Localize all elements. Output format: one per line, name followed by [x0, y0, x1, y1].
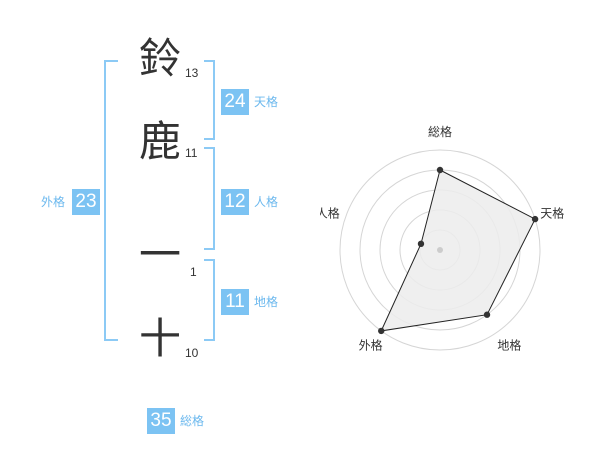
- radar-point-1: [436, 166, 444, 174]
- jinkaku-value: 12: [221, 189, 249, 215]
- name-char-1: 鈴: [139, 34, 182, 83]
- radar-point-5: [417, 240, 425, 248]
- stroke-count-4: 10: [185, 346, 199, 360]
- radar-label-4: 外格: [359, 337, 383, 352]
- tenkaku-label: 天格: [254, 95, 279, 109]
- chikaku-value: 11: [221, 289, 249, 315]
- radar-label-5: 人格: [320, 206, 340, 221]
- radar-area: [380, 169, 536, 332]
- radar-center: [437, 247, 443, 253]
- gaikaku-label: 外格: [41, 195, 66, 209]
- stroke-count-3: 1: [190, 265, 197, 279]
- radar-point-2: [531, 215, 539, 223]
- radar-label-2: 天格: [540, 206, 564, 221]
- chikaku-label: 地格: [254, 295, 279, 309]
- stroke-count-1: 13: [185, 66, 199, 80]
- radar-point-3: [483, 311, 491, 318]
- radar-label-3: 地格: [497, 337, 521, 352]
- name-char-4: 十: [139, 314, 182, 363]
- radar-label-1: 総格: [428, 124, 452, 139]
- jinkaku-bracket: [204, 147, 215, 250]
- gaikaku-value: 23: [72, 189, 100, 215]
- name-char-2: 鹿: [139, 117, 182, 166]
- tenkaku-bracket: [204, 60, 215, 140]
- jinkaku-label: 人格: [254, 195, 279, 209]
- radar-ring-5: [339, 149, 541, 351]
- chikaku-bracket: [204, 259, 215, 341]
- tenkaku-value: 24: [221, 89, 249, 115]
- radar-point-4: [378, 327, 385, 335]
- gaikaku-bracket: [104, 60, 118, 341]
- soukaku-label: 総格: [180, 414, 205, 428]
- name-char-3: 一: [139, 230, 182, 279]
- stroke-count-2: 11: [185, 146, 198, 160]
- soukaku-value: 35: [147, 408, 175, 434]
